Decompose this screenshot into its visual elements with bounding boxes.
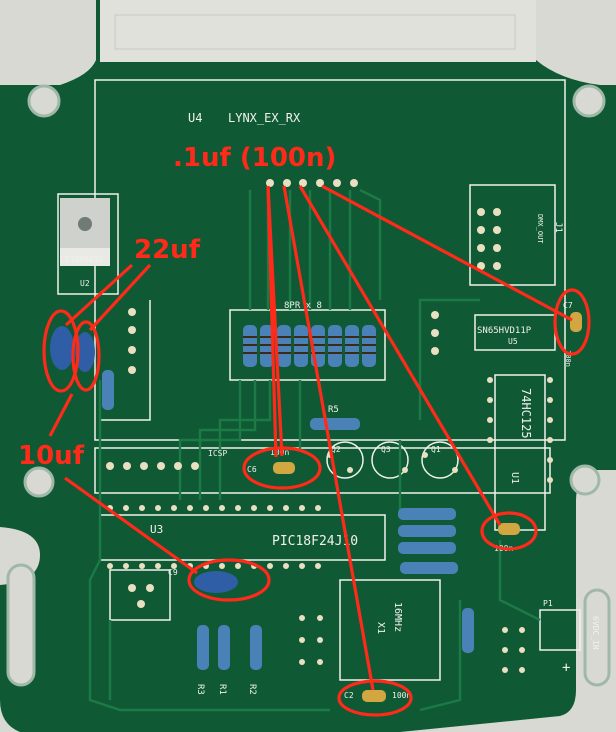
top-edge-area — [100, 0, 536, 62]
resistor-right — [462, 608, 474, 653]
label-r1: R1 — [217, 684, 227, 695]
label-j1: J1 — [553, 222, 563, 233]
label-u3: U3 — [150, 523, 163, 536]
label-x1: X1 — [375, 622, 386, 634]
label-transceiver: SN65HVD11P — [477, 326, 532, 336]
resistor-r5 — [310, 418, 360, 430]
label-u5: U5 — [508, 337, 518, 346]
label-c2-value: 100n — [392, 691, 411, 700]
resistor-r1 — [218, 625, 230, 670]
annotation-10uf: 10uf — [18, 441, 85, 471]
capacitor-c2 — [362, 690, 386, 702]
label-power: 6VDC_IN — [591, 616, 600, 650]
resistor-r2 — [250, 625, 262, 670]
resistor-array — [243, 325, 376, 367]
resistor-r3 — [197, 625, 209, 670]
label-q2: Q2 — [331, 445, 341, 454]
voltage-regulator-body — [60, 248, 110, 266]
mounting-hole — [569, 464, 601, 496]
label-u4: U4 — [188, 111, 202, 125]
label-r3: R3 — [195, 684, 205, 695]
label-buffer: 74HC125 — [519, 388, 533, 439]
annotation-marks — [42, 184, 591, 717]
label-board-name: LYNX_EX_RX — [228, 111, 301, 125]
label-r5: R5 — [328, 405, 339, 415]
annotation-100n: .1uf (100n) — [173, 143, 336, 173]
capacitor-22uf-a — [50, 326, 74, 370]
annotation-22uf: 22uf — [134, 235, 201, 265]
mounting-hole — [23, 466, 55, 498]
side-slot — [583, 588, 611, 687]
label-c7: C7 — [563, 301, 573, 310]
mounting-hole — [572, 84, 606, 118]
label-dmx-out: DMX_OUT — [536, 214, 544, 244]
label-mcu: PIC18F24J10 — [272, 534, 358, 549]
label-c6-value: 100n — [270, 448, 289, 457]
capacitor-10uf — [194, 571, 238, 593]
label-c7-value: 100n — [564, 350, 572, 367]
label-q1: Q1 — [431, 445, 441, 454]
label-c9: C9 — [168, 568, 178, 577]
label-c2: C2 — [344, 691, 354, 700]
label-p1: P1 — [543, 599, 553, 608]
mounting-hole — [27, 84, 61, 118]
label-rnet: 8PR x 8 — [284, 301, 322, 311]
capacitor-c6 — [273, 462, 295, 474]
side-slot — [6, 563, 36, 687]
copper-traces — [88, 188, 541, 712]
label-q3: Q3 — [381, 445, 391, 454]
label-regulator: LD1086V33 — [60, 255, 104, 264]
capacitor-22uf-b — [75, 332, 95, 372]
label-u2: U2 — [80, 279, 90, 288]
label-plus: + — [562, 660, 570, 676]
label-crystal: 16MHz — [392, 602, 403, 632]
label-c6: C6 — [247, 465, 257, 474]
resistor-group-right — [398, 508, 458, 574]
label-r2: R2 — [247, 684, 257, 695]
resistor-left — [102, 370, 114, 410]
capacitor-c7 — [570, 312, 582, 332]
label-icsp: ICSP — [208, 449, 227, 458]
label-u1: U1 — [509, 472, 520, 484]
capacitor-c1 — [498, 523, 520, 535]
